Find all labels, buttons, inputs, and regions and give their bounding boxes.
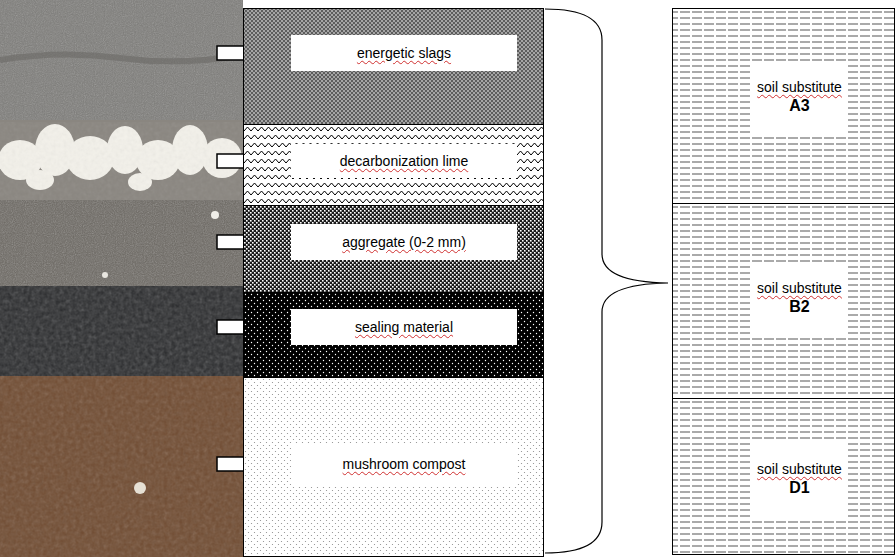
soil-substitute-box: soil substituteD1 [672,398,895,555]
material-band: sealing material [243,292,544,378]
label-box: soil substituteA3 [751,61,848,135]
label-box: soil substituteB2 [751,262,848,336]
material-name: soil substitute [757,461,842,478]
label-box: mushroom compost [291,443,517,485]
sample-code: A3 [789,96,809,117]
material-name: aggregate (0-2 mm) [342,234,466,251]
material-name: soil substitute [757,280,842,297]
material-name: sealing material [355,319,453,336]
label-box: sealing material [291,309,517,345]
label-box: aggregate (0-2 mm) [291,224,517,260]
material-name: energetic slags [357,45,451,62]
sample-code: B2 [789,297,809,318]
material-name: decarbonization lime [340,153,468,170]
soil-substitute-box: soil substituteB2 [672,203,895,399]
material-name: soil substitute [757,79,842,96]
material-band: mushroom compost [243,377,544,557]
soil-substitute-box: soil substituteA3 [672,8,895,204]
material-band: energetic slags [243,8,544,125]
material-name: mushroom compost [343,456,466,473]
label-box: soil substituteD1 [751,443,848,517]
material-band: aggregate (0-2 mm) [243,205,544,293]
label-box: decarbonization lime [291,144,517,178]
sample-code: D1 [789,478,809,499]
label-box: energetic slags [291,35,517,71]
material-band: decarbonization lime [243,124,544,206]
